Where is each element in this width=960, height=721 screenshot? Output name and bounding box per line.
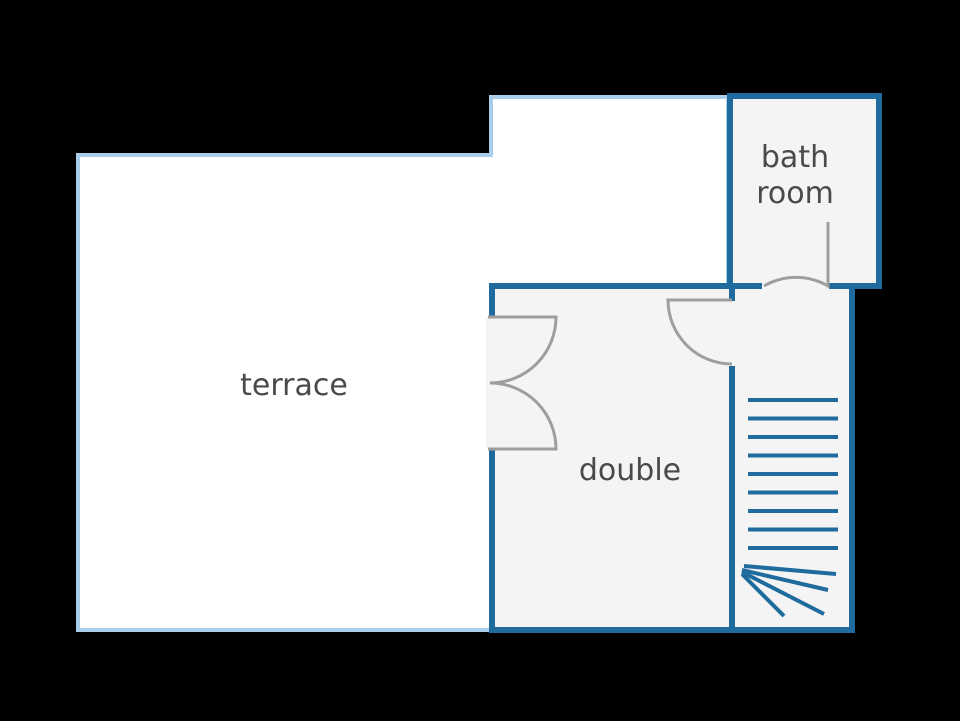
- bath-door-gap: [762, 280, 829, 290]
- stair-tread: [743, 564, 837, 576]
- bathroom-label-line1: bath: [761, 140, 829, 175]
- stair-tread: [741, 568, 829, 592]
- stairwell: [729, 283, 855, 633]
- terrace-label: terrace: [240, 368, 348, 403]
- stair-tread: [741, 570, 825, 616]
- hall-door: [666, 298, 733, 366]
- staircase: [740, 398, 838, 618]
- double-door: [488, 315, 558, 451]
- bathroom-room: [727, 93, 882, 289]
- stair-tread: [740, 572, 786, 618]
- bathroom-label-line2: room: [756, 176, 834, 211]
- bathroom-door: [763, 222, 830, 289]
- double-label: double: [579, 453, 681, 488]
- hall-door-gap: [729, 301, 736, 366]
